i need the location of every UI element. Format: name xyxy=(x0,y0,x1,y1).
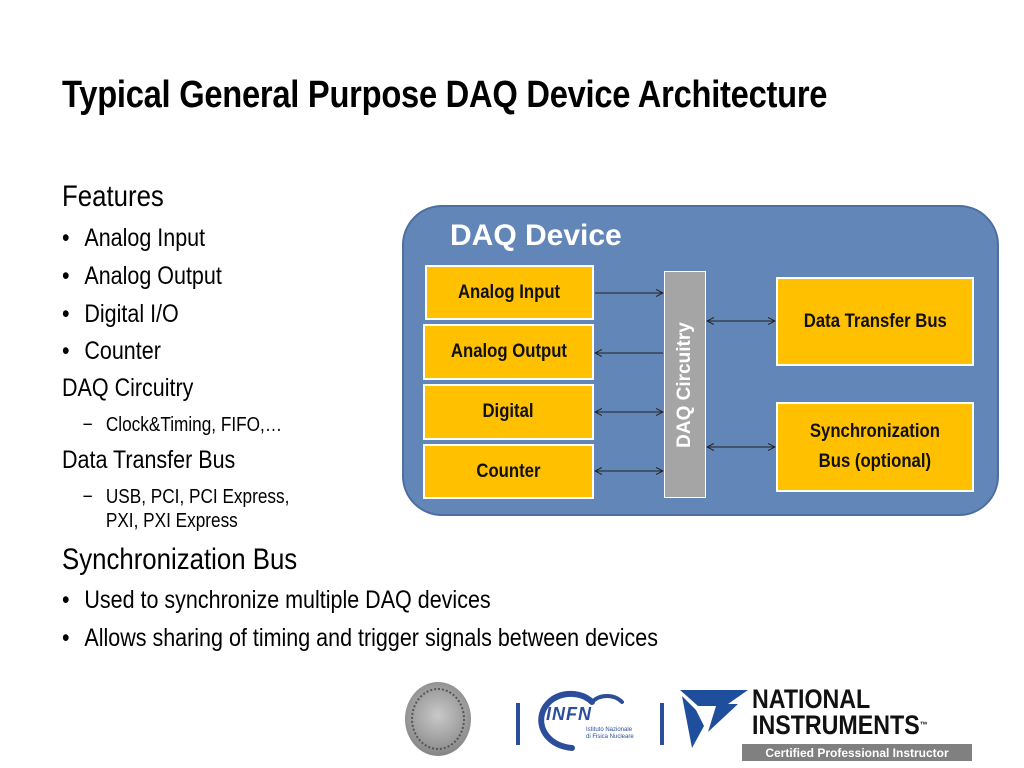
list-item: Analog Input xyxy=(84,224,206,252)
list-item: PXI, PXI Express xyxy=(105,510,238,532)
bullet-dot: • xyxy=(62,586,70,614)
analog-input-label: Analog Input xyxy=(458,281,561,303)
list-item: Allows sharing of timing and trigger sig… xyxy=(84,624,659,652)
dash-marker: − xyxy=(82,414,93,436)
infn-subtitle-line2: di Fisica Nucleare xyxy=(586,734,634,740)
ni-certified-banner: Certified Professional Instructor xyxy=(742,744,972,761)
data-transfer-bus-block: Data Transfer Bus xyxy=(776,277,974,366)
counter-block: Counter xyxy=(423,444,594,499)
logo-separator xyxy=(516,703,520,745)
data-transfer-bus-label: Data Transfer Bus xyxy=(803,310,947,332)
infn-logo-text: INFN xyxy=(546,704,592,724)
sync-heading: Synchronization Bus xyxy=(62,543,298,576)
circuitry-heading: DAQ Circuitry xyxy=(62,374,194,402)
analog-output-block: Analog Output xyxy=(423,324,594,380)
ni-logo-line1: NATIONAL xyxy=(752,684,871,714)
features-heading: Features xyxy=(62,180,164,213)
digital-label: Digital xyxy=(482,401,535,422)
bullet-dot: • xyxy=(62,624,70,652)
infn-logo-icon xyxy=(538,691,624,751)
bullet-dot: • xyxy=(62,224,70,252)
ni-logo-text: NATIONAL INSTRUMENTS™ xyxy=(752,684,928,740)
sync-bus-label-line2: Bus (optional) xyxy=(818,451,932,472)
daq-circuitry-block: DAQ Circuitry xyxy=(664,271,706,498)
slide-title: Typical General Purpose DAQ Device Archi… xyxy=(62,74,828,116)
bullet-dot: • xyxy=(62,300,70,328)
dash-marker: − xyxy=(82,486,93,508)
bullet-dot: • xyxy=(62,337,70,365)
analog-input-block: Analog Input xyxy=(425,265,594,320)
ni-trademark: ™ xyxy=(919,720,928,730)
analog-output-label: Analog Output xyxy=(450,341,567,362)
counter-label: Counter xyxy=(476,460,541,482)
list-item: Digital I/O xyxy=(84,300,179,328)
ni-eagle-icon xyxy=(680,690,748,748)
university-seal-logo xyxy=(405,682,471,756)
logo-separator xyxy=(660,703,664,745)
infn-logo-subtitle: Istituto Nazionale di Fisica Nucleare xyxy=(586,727,634,741)
list-item: Analog Output xyxy=(84,262,222,290)
bus-heading: Data Transfer Bus xyxy=(62,446,236,474)
daq-device-title: DAQ Device xyxy=(450,219,622,252)
sync-bus-block: Synchronization Bus (optional) xyxy=(776,402,974,492)
list-item: Clock&Timing, FIFO,… xyxy=(105,414,283,436)
sync-bus-label-line1: Synchronization xyxy=(809,421,941,442)
list-item: USB, PCI, PCI Express, xyxy=(105,486,290,508)
infn-subtitle-line1: Istituto Nazionale xyxy=(586,727,633,733)
list-item: Used to synchronize multiple DAQ devices xyxy=(84,586,491,614)
digital-block: Digital xyxy=(423,384,594,440)
ni-logo-line2: INSTRUMENTS xyxy=(752,710,920,740)
bullet-dot: • xyxy=(62,262,70,290)
list-item: Counter xyxy=(84,337,161,365)
